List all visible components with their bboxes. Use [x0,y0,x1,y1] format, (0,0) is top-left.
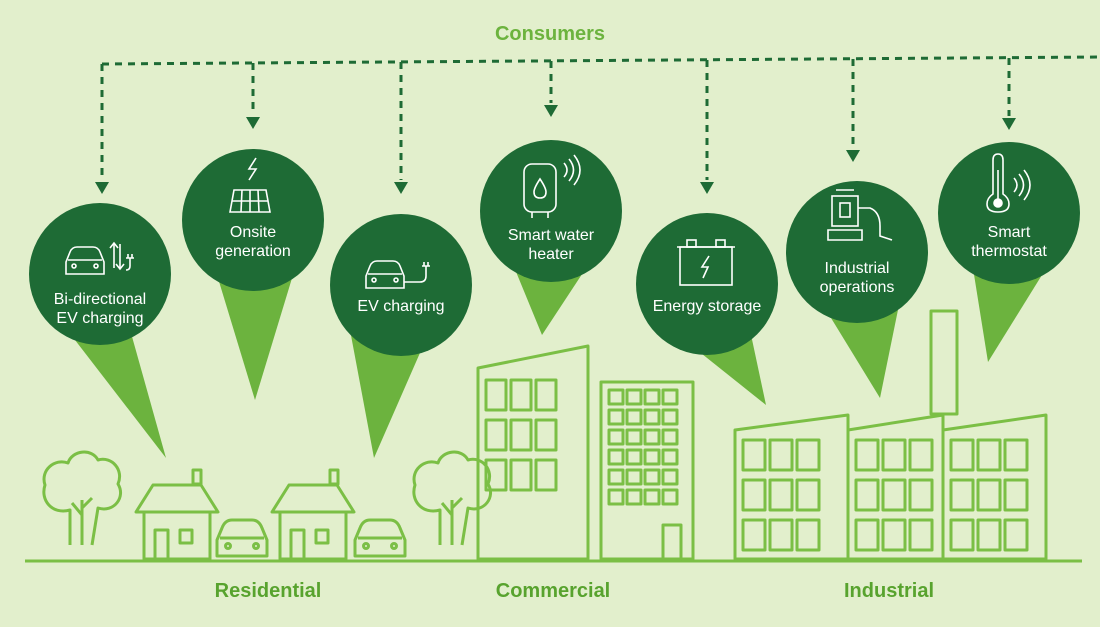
car-icon [353,518,407,558]
office-building-icon [599,380,695,561]
consumer-connectors [100,55,1100,180]
pin-smart-thermostat [938,142,1080,362]
arrowhead-7 [1002,118,1016,130]
arrowhead-3 [394,182,408,194]
pin-circle [636,213,778,355]
pin-smart-water-heater [480,140,622,335]
pin-label-energy-storage: Energy storage [652,298,762,315]
pin-cone [214,265,296,400]
pin-circle [330,214,472,356]
car-icon [215,518,269,558]
pin-label-smart-thermostat: Smart thermostat [971,224,1047,260]
pin-label-industrial-operations: Industrial operations [819,260,895,296]
pin-bidirectional-ev-charging [29,203,171,458]
sector-label-commercial: Commercial [495,580,611,602]
pin-label-ev-charging: EV charging [357,298,445,315]
pin-circle [938,142,1080,284]
house-icon [134,468,220,561]
office-building-icon [476,344,590,561]
pin-circle [182,149,324,291]
solar-panel-icon [229,157,271,213]
arrowhead-6 [846,150,860,162]
pin-cone [512,262,590,335]
pin-circle [786,181,928,323]
battery-icon [677,239,735,286]
arrowhead-4 [544,105,558,117]
pin-cone [820,300,900,398]
industrial-machine-icon [827,189,893,241]
pin-cone [972,262,1050,362]
arrowhead-1 [95,182,109,194]
ev-charging-icon [365,260,430,289]
sector-label-residential: Residential [214,580,322,602]
industrial-scene [733,309,1048,561]
pin-label-smart-water-heater: Smart water heater [507,227,595,263]
pin-industrial-operations [786,181,928,398]
arrowhead-2 [246,117,260,129]
pin-energy-storage [636,213,778,405]
consumers-title: Consumers [494,23,606,45]
factory-icon [733,309,1048,561]
arrowhead-5 [700,182,714,194]
connector-arrowheads [95,105,1016,194]
sector-label-industrial: Industrial [843,580,934,602]
house-icon [270,468,356,561]
commercial-scene [476,344,695,561]
tree-icon [42,450,122,546]
residential-scene [42,450,492,561]
pin-label-bidirectional-ev-charging: Bi-directional EV charging [53,291,147,327]
thermometer-icon [986,153,1031,213]
bidirectional-ev-charging-icon [65,241,134,275]
connector-main-line [101,55,1100,66]
pin-label-onsite-generation: Onsite generation [215,224,291,260]
pin-cone [48,305,166,458]
pin-ev-charging [330,214,472,458]
pin-cone [350,330,430,458]
water-heater-icon [523,154,581,218]
pin-onsite-generation [182,149,324,400]
